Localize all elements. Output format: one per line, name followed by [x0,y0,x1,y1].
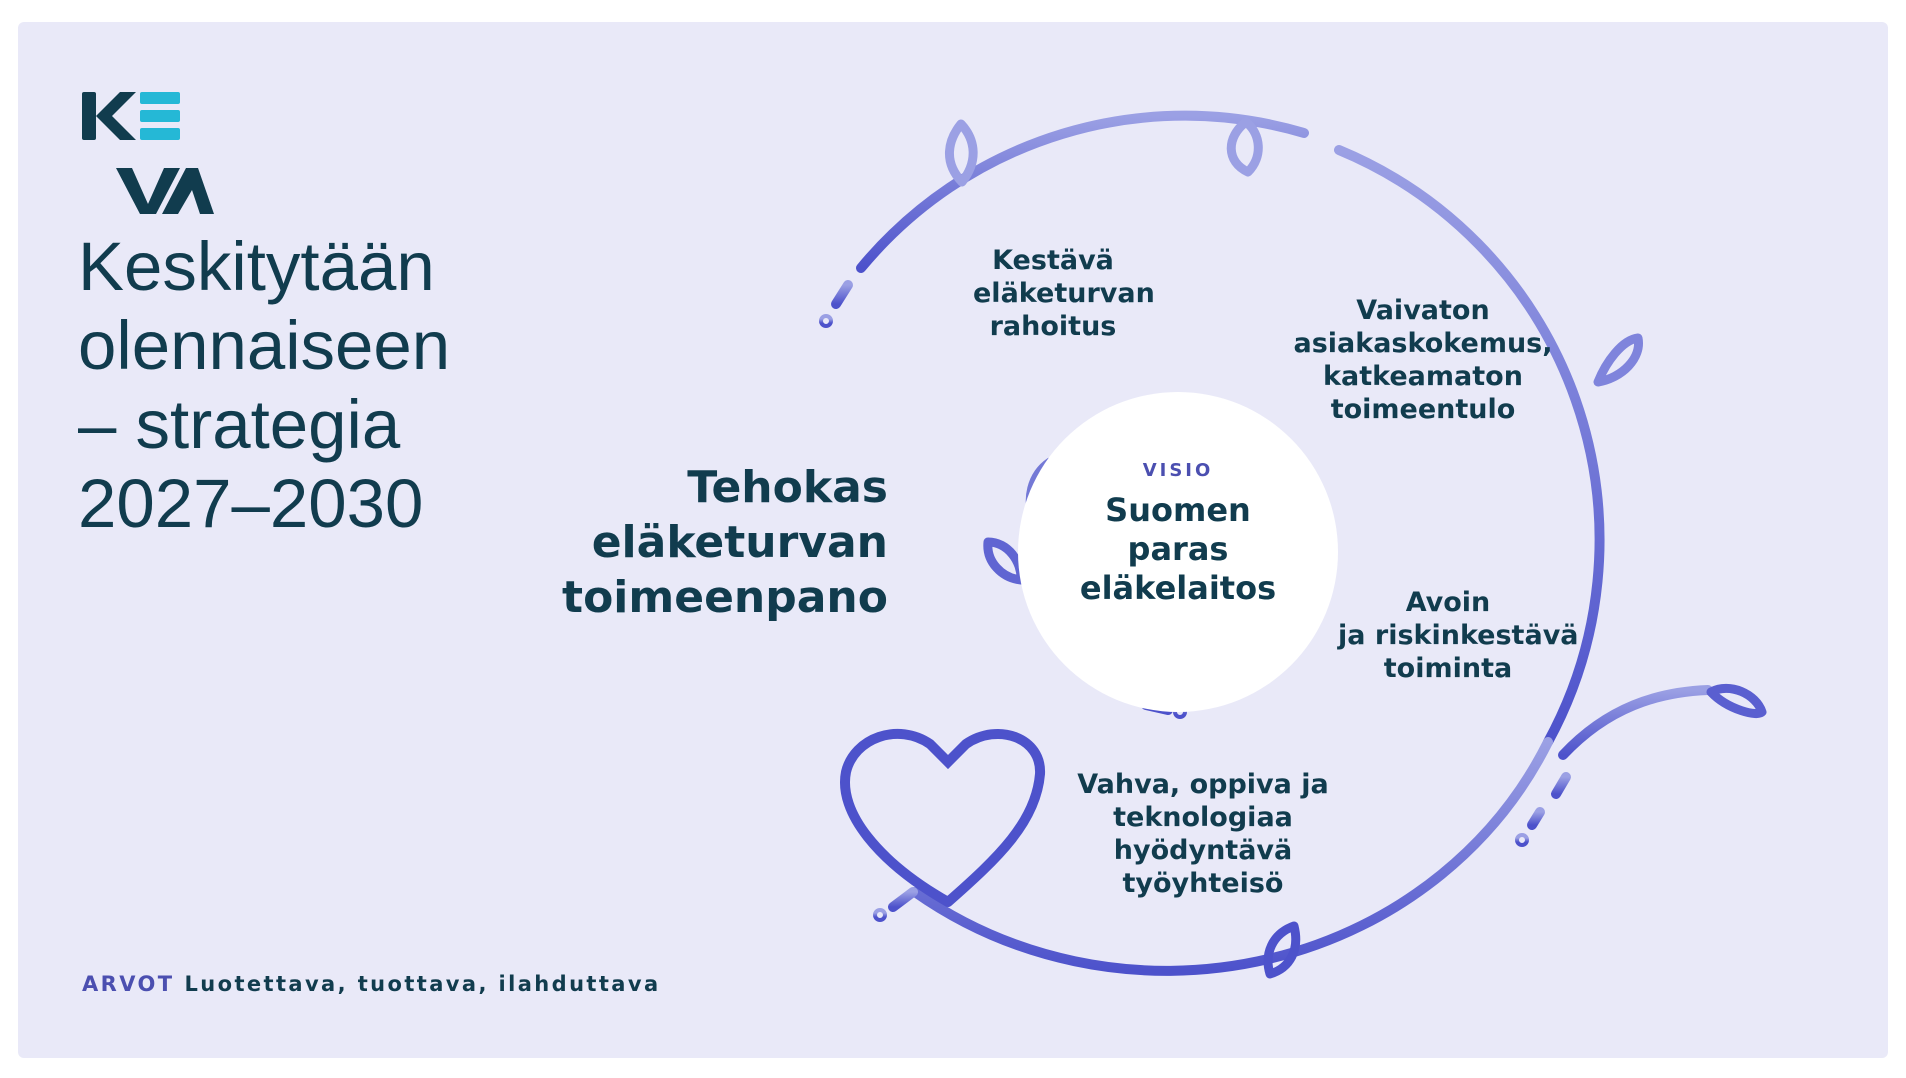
values-label: ARVOT [82,972,175,996]
goal-top-line-2: eläketurvan [973,278,1155,309]
heart-icon [840,729,1045,907]
goal-right-top-line-4: toimeentulo [1330,394,1516,425]
goal-bottom-line-3: hyödyntävä [1113,835,1293,866]
goal-right-bottom-line-1: Avoin [1405,587,1491,618]
goal-left: Tehokas eläketurvan toimeenpano [562,460,888,625]
title-line-4: 2027–2030 [78,465,424,542]
goal-bottom: Vahva, oppiva ja teknologiaa hyödyntävä … [1073,768,1333,900]
goal-bottom-line-4: työyhteisö [1122,868,1284,899]
goal-bottom-line-1: Vahva, oppiva ja [1077,769,1329,800]
leaf-icon [944,119,978,187]
goal-bottom-line-2: teknologiaa [1113,802,1293,833]
title-line-1: Keskitytään [78,228,435,305]
logo [82,92,214,214]
title-line-3: – strategia [78,386,401,463]
goal-right-top-line-3: katkeamaton [1323,361,1523,392]
goal-right-bottom: Avoin ja riskinkestävä toiminta [1338,586,1579,685]
goal-left-line-3: toimeenpano [562,572,888,623]
page-title: Keskitytään olennaiseen – strategia 2027… [78,227,450,543]
goal-right-top: Vaivaton asiakaskokemus, katkeamaton toi… [1288,294,1558,426]
leaf-icon [1593,333,1643,387]
vision-circle: VISIO Suomen paras eläkelaitos [1018,392,1338,712]
title-line-2: olennaiseen [78,307,451,384]
vision-line-3: eläkelaitos [1079,569,1277,607]
leaf-icon [1706,683,1767,719]
goal-right-top-line-2: asiakaskokemus, [1293,328,1553,359]
goal-right-bottom-line-2: ja riskinkestävä [1338,620,1579,651]
vision-text: Suomen paras eläkelaitos [1018,491,1338,608]
slide-card: Keskitytään olennaiseen – strategia 2027… [18,22,1888,1058]
strategy-diagram [819,110,1767,979]
outer-ring-right [1334,145,1605,747]
values-footer: ARVOT Luotettava, tuottava, ilahduttava [82,972,661,996]
leaf-icon [983,537,1026,585]
outer-ring [856,110,1309,273]
goal-top-line-3: rahoitus [989,311,1117,342]
values-text: Luotettava, tuottava, ilahduttava [184,972,661,996]
goal-left-line-2: eläketurvan [591,517,888,568]
goal-left-line-1: Tehokas [687,462,888,513]
goal-right-top-line-1: Vaivaton [1356,295,1490,326]
vision-line-1: Suomen [1105,491,1251,529]
vision-line-2: paras [1127,530,1229,568]
goal-right-bottom-line-3: toiminta [1383,653,1513,684]
goal-top: Kestävä eläketurvan rahoitus [973,244,1155,343]
leaf-icon [1263,921,1301,979]
leaf-icon [1226,117,1263,177]
vision-tag: VISIO [1142,460,1214,481]
goal-top-line-1: Kestävä [992,245,1114,276]
